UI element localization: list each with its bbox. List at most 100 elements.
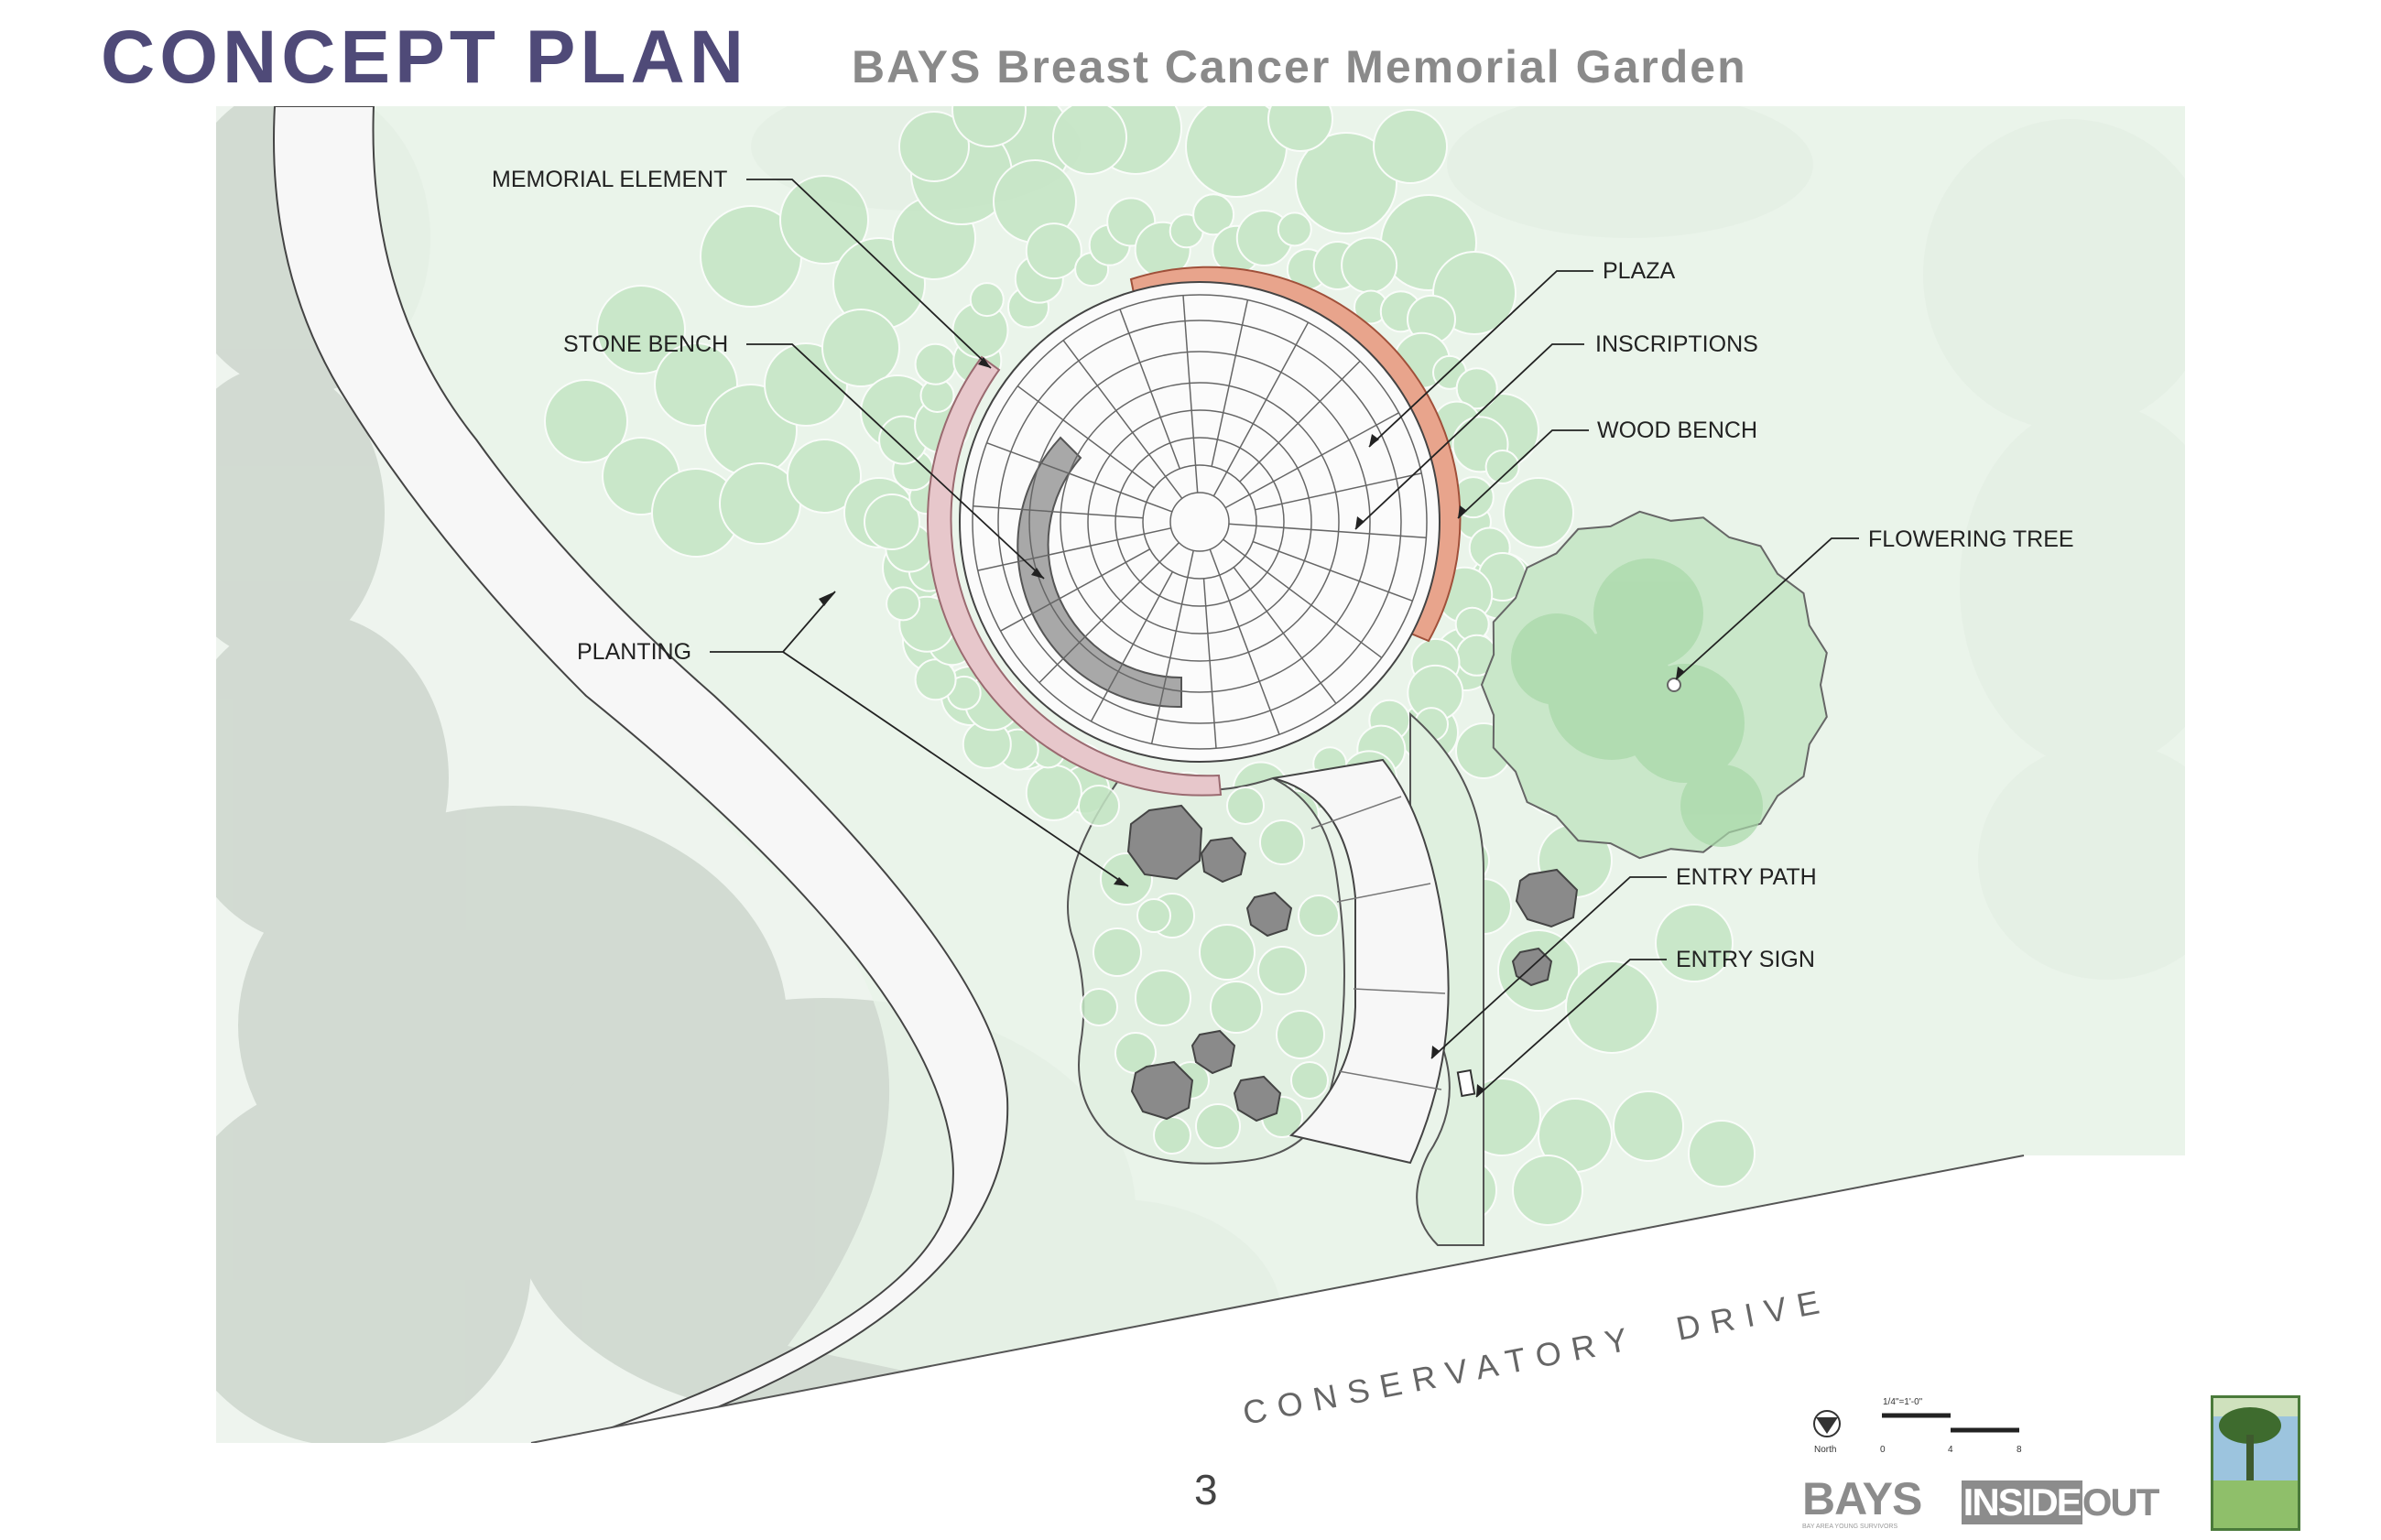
page-subtitle: BAYS Breast Cancer Memorial Garden: [852, 41, 1747, 92]
plaza-paving-joint: [1209, 548, 1280, 735]
planting-circle: [1503, 477, 1574, 548]
planting-circle: [779, 175, 869, 265]
planting-circle: [1655, 904, 1734, 982]
entry-sign: [1456, 1068, 1476, 1098]
plaza-paving-joint: [1239, 360, 1361, 483]
insideout-logo-inside: INSIDE: [1961, 1480, 2082, 1524]
plaza-paving-joint: [1182, 295, 1199, 493]
planting-circle: [1290, 1061, 1329, 1100]
planting-circle: [1025, 222, 1082, 280]
label-wood-bench: WOOD BENCH: [1597, 418, 1757, 443]
plaza-paving-rings: [997, 320, 1402, 724]
plaza-paving-ring: [1142, 464, 1257, 580]
planting-circle: [1078, 785, 1120, 827]
planting-circle: [1199, 924, 1256, 981]
planting-circle: [1210, 981, 1263, 1034]
plaza-paving-joint: [1211, 299, 1249, 467]
label-plaza: PLAZA: [1603, 258, 1676, 284]
planting-circle: [1341, 236, 1398, 294]
plaza-paving-joint: [1062, 340, 1183, 499]
plaza-paving-joint: [1119, 309, 1181, 470]
planting-circle: [1267, 106, 1333, 152]
planting-circle: [1373, 109, 1448, 184]
conservatory-drive: [531, 1155, 2185, 1443]
planting-circle: [1153, 1116, 1191, 1155]
bays-logo-tagline: BAY AREA YOUNG SURVIVORS: [1802, 1524, 1898, 1530]
north-arrow: North: [1813, 1410, 1841, 1455]
scale-tick-4: 4: [1948, 1445, 1953, 1455]
plaza-paving-joints: [973, 295, 1427, 749]
callout-arrowheads: [819, 357, 1685, 1097]
plaza-paving-joint: [986, 441, 1173, 513]
planting-circle: [1298, 895, 1340, 937]
curved-walkway: [273, 106, 1009, 1443]
planting-circle: [1135, 970, 1191, 1026]
north-label: North: [1814, 1445, 1836, 1455]
shrub-octagons: [1126, 804, 1579, 1122]
plaza-paving-joint: [1090, 571, 1174, 722]
plaza-paving-joint: [1038, 542, 1180, 684]
planting-circle: [1136, 898, 1171, 933]
plaza-paving-ring: [1169, 492, 1230, 552]
planting-circle: [787, 439, 862, 514]
planting-circle: [898, 111, 970, 182]
stone-bench: [1017, 436, 1182, 709]
plaza-paving-joint: [1202, 578, 1217, 749]
insideout-logo: INSIDE OUT: [1960, 1480, 2159, 1524]
planting-circle: [1688, 1120, 1756, 1188]
callouts: [710, 179, 1859, 1098]
bays-logo: BAYS: [1802, 1473, 1922, 1524]
flowering-tree-trunk: [1667, 678, 1681, 692]
plaza-paving-joint: [973, 504, 1144, 519]
plaza-paving-joint: [1000, 548, 1150, 632]
scale-label: 1/4"=1'-0": [1883, 1397, 1923, 1407]
planting-circle: [1195, 1103, 1241, 1149]
label-stone-bench: STONE BENCH: [563, 331, 728, 357]
planting-circle: [1455, 367, 1498, 410]
planting-circle: [1613, 1090, 1684, 1162]
page-number: 3: [1194, 1466, 1218, 1513]
plaza-paving-joint: [1224, 412, 1399, 509]
planting-circle: [1512, 1155, 1583, 1226]
planting-circle: [1052, 106, 1127, 175]
plaza-paving-joint: [1255, 472, 1422, 511]
planting-circle: [1192, 193, 1235, 236]
label-memorial-element: MEMORIAL ELEMENT: [492, 167, 727, 192]
plaza-paving-joint: [1212, 321, 1310, 497]
flowering-tree-foliage: [1511, 559, 1763, 847]
plaza-paving-ring: [1114, 437, 1285, 607]
bed-planting-circles: [1078, 785, 1340, 1155]
entry-path-joints: [1310, 796, 1446, 1090]
planting-circle: [1276, 1010, 1325, 1059]
planting-circle: [1277, 211, 1312, 247]
planting-circle: [914, 658, 957, 701]
plaza-paving-joint: [1228, 523, 1427, 539]
planting-circle: [596, 285, 686, 374]
planting-circle: [1259, 819, 1305, 865]
insideout-logo-out: OUT: [2082, 1480, 2160, 1524]
plaza-paving-ring: [1087, 409, 1312, 634]
plaza-paving-joint: [1017, 385, 1155, 489]
plaza-paving-joint: [1252, 540, 1413, 602]
label-entry-path: ENTRY PATH: [1676, 864, 1817, 890]
planting-circle: [969, 282, 1005, 318]
planting-circle: [1565, 960, 1658, 1054]
planting-circle: [914, 342, 957, 385]
label-planting: PLANTING: [577, 639, 691, 665]
scale-tick-0: 0: [1880, 1445, 1886, 1455]
entry-path: [1272, 758, 1450, 1165]
plaza-paving-joint: [977, 527, 1171, 571]
planting-circle: [1025, 764, 1082, 821]
planting-circle: [886, 586, 921, 622]
plaza-paving-joint: [1150, 550, 1194, 744]
planting-circle: [821, 309, 900, 387]
planting-circle: [951, 106, 1027, 147]
planting-circle: [1093, 927, 1142, 977]
plaza-paving-joint: [1223, 538, 1383, 658]
label-inscriptions: INSCRIPTIONS: [1595, 331, 1758, 357]
memorial-element: [927, 355, 1223, 797]
planting-circle: [544, 379, 628, 463]
planting-circle: [1226, 786, 1265, 825]
planting-circle: [1080, 988, 1118, 1026]
